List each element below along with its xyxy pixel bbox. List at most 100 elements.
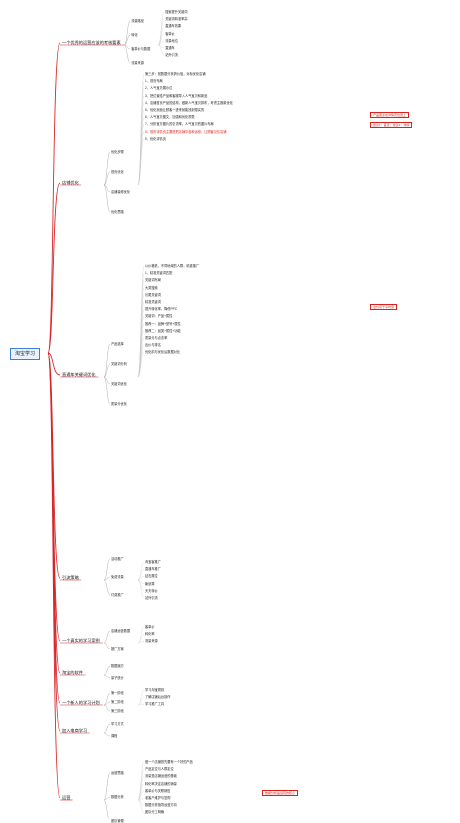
branch-node[interactable]: 一个优秀的运营应该的考核要素: [62, 40, 121, 45]
child-node[interactable]: 优化思路: [111, 210, 124, 214]
detail-node[interactable]: 站外引流: [165, 53, 178, 58]
detail-node[interactable]: 1、精准关键词匹配: [145, 271, 173, 276]
branch-node[interactable]: 引流策略: [62, 575, 79, 580]
detail-node[interactable]: 9、优化详情页: [145, 136, 166, 141]
detail-node[interactable]: 做一个店铺首先要有一个好的产品: [145, 760, 193, 764]
detail-node[interactable]: 出价与排名: [145, 343, 161, 348]
detail-node[interactable]: 淘宝客推广: [145, 560, 161, 564]
child-node[interactable]: 店铺装修优化: [111, 190, 131, 194]
child-node[interactable]: 关键词分析: [111, 362, 127, 366]
detail-node[interactable]: 4、店铺首页产品的结构，做新人气宝贝排布，考虑主推款优化: [145, 100, 233, 105]
branch-node[interactable]: 直通车关键词优化: [62, 372, 96, 377]
child-node[interactable]: 数据魔方: [111, 664, 124, 668]
child-node[interactable]: 课程: [111, 734, 118, 738]
detail-node[interactable]: 学习淘宝规则: [145, 688, 165, 692]
detail-node[interactable]: 站外引流: [145, 596, 158, 600]
detail-node[interactable]: 客单价与关联销售: [145, 788, 171, 793]
branch-node[interactable]: 一个新人的学习计划: [62, 700, 100, 705]
child-node[interactable]: 数据分析: [111, 795, 124, 799]
child-node[interactable]: 免费流量: [111, 575, 124, 579]
detail-node[interactable]: 关键词：产品+属性: [145, 314, 173, 319]
child-node[interactable]: 店铺运营数据: [111, 629, 131, 633]
detail-node[interactable]: 推荐一：品牌+型号+属性: [145, 321, 181, 326]
detail-node[interactable]: 天天特价: [145, 588, 158, 593]
detail-node[interactable]: 推荐二：品类+属性+功能: [145, 328, 181, 333]
branch-node[interactable]: 运营: [62, 795, 71, 800]
detail-node[interactable]: 转化率决定店铺的销量: [145, 781, 177, 786]
detail-node[interactable]: 数据分析指导运营方向: [145, 803, 177, 808]
detail-node[interactable]: 以价格低、不同地域的人群，精准推广: [145, 264, 200, 268]
detail-node[interactable]: 8、首页详情页主要是把店铺中各种运营，让顾客记住店铺: [145, 129, 227, 134]
detail-node[interactable]: 客单价: [145, 625, 155, 629]
detail-node[interactable]: 搜索提升关键词: [165, 10, 188, 14]
child-node[interactable]: 学习方式: [111, 722, 124, 726]
connector-line: [103, 171, 111, 186]
child-node[interactable]: 推广方案: [111, 647, 124, 651]
connector-line: [103, 376, 111, 385]
detail-node[interactable]: 了解店铺后台操作: [145, 695, 171, 700]
highlight-note: 数据分析是运营的核心: [262, 790, 299, 796]
detail-node[interactable]: 团队分工明确: [145, 810, 165, 815]
child-node[interactable]: 质量分优化: [111, 402, 127, 406]
child-node[interactable]: 活动推广: [111, 557, 124, 561]
detail-node[interactable]: 流量是店铺运营的基础: [145, 774, 177, 779]
detail-node[interactable]: 钻石展位: [145, 574, 158, 579]
child-node[interactable]: 第二阶段: [111, 700, 124, 704]
detail-node[interactable]: 客单价: [165, 31, 175, 36]
connector-line: [158, 19, 165, 46]
connector-line: [137, 138, 145, 186]
detail-node[interactable]: 转化率: [145, 632, 155, 637]
detail-node[interactable]: 关键词精准率高: [165, 17, 188, 22]
connector-line: [103, 343, 111, 378]
root-node[interactable]: 淘宝学习: [10, 348, 41, 360]
child-node[interactable]: 转化: [131, 33, 138, 37]
detail-node[interactable]: 老客户维护与复购: [145, 796, 171, 800]
detail-node[interactable]: 3、把位置给产品和客服导入人气宝贝和新品: [145, 93, 208, 98]
detail-node[interactable]: 优化前与优化后数据对比: [145, 350, 181, 355]
detail-node[interactable]: 学习推广工具: [145, 702, 165, 707]
detail-node[interactable]: 6、人气宝贝图文，加强和优化视觉: [145, 115, 195, 120]
connector-line: [103, 665, 111, 676]
detail-node[interactable]: 质量分与点击率: [145, 336, 168, 340]
branch-node[interactable]: 淘宝的软件: [62, 670, 83, 675]
detail-node[interactable]: 长尾关键词: [145, 292, 161, 297]
detail-node[interactable]: 关键词布局: [145, 278, 161, 283]
connector-line: [137, 131, 145, 186]
connector-line: [137, 626, 145, 644]
child-node[interactable]: 运营思路: [111, 771, 124, 775]
child-node[interactable]: 优化步骤: [111, 150, 124, 154]
detail-node[interactable]: 直通车推广: [145, 567, 161, 572]
child-node[interactable]: 付费推广: [111, 593, 124, 597]
child-node[interactable]: 产品选择: [111, 342, 124, 346]
connector-line: [103, 579, 111, 596]
branch-node[interactable]: 一个真实的学习案例: [62, 638, 100, 643]
detail-node[interactable]: 直通车效果: [165, 24, 182, 29]
detail-node[interactable]: 聚划算: [145, 581, 155, 586]
detail-node[interactable]: 7、分析宝贝图片的引流率，人气宝贝的图片布局: [145, 122, 214, 127]
detail-node[interactable]: 1、首页布局: [145, 79, 163, 84]
detail-node[interactable]: 提升转化率，降低PPC: [145, 307, 178, 312]
detail-node[interactable]: 2、人气宝贝展示位: [145, 86, 173, 91]
connector-line: [103, 701, 111, 706]
detail-node[interactable]: 直通车: [165, 46, 175, 50]
detail-node[interactable]: 5、优化页面让顾客一进来就能找到想买的: [145, 108, 205, 112]
detail-node[interactable]: 流量来源: [145, 639, 158, 644]
child-node[interactable]: 关键词优化: [111, 382, 127, 386]
detail-node[interactable]: 大类搜索: [145, 285, 158, 290]
child-node[interactable]: 第三阶段: [111, 709, 124, 713]
detail-node[interactable]: 产品定位与人群定位: [145, 767, 174, 772]
child-node[interactable]: 第一阶段: [111, 691, 124, 695]
child-node[interactable]: 团队管理: [111, 819, 124, 823]
child-node[interactable]: 首页优化: [111, 170, 124, 174]
child-node[interactable]: 客单价与数据: [131, 47, 151, 51]
child-node[interactable]: 量子统计: [111, 676, 124, 680]
detail-node[interactable]: 精准关键词: [145, 300, 161, 304]
branch-node[interactable]: 加入电商学习: [62, 728, 88, 733]
child-node[interactable]: 流量路径: [131, 19, 144, 23]
connector-line: [137, 634, 145, 644]
detail-node[interactable]: 第三步：找数据分析搞价值，对标优化店铺: [145, 72, 206, 76]
branch-node[interactable]: 店铺优化: [62, 180, 79, 185]
child-node[interactable]: 流量来源: [131, 61, 144, 65]
detail-node[interactable]: 流量地位: [165, 38, 178, 43]
